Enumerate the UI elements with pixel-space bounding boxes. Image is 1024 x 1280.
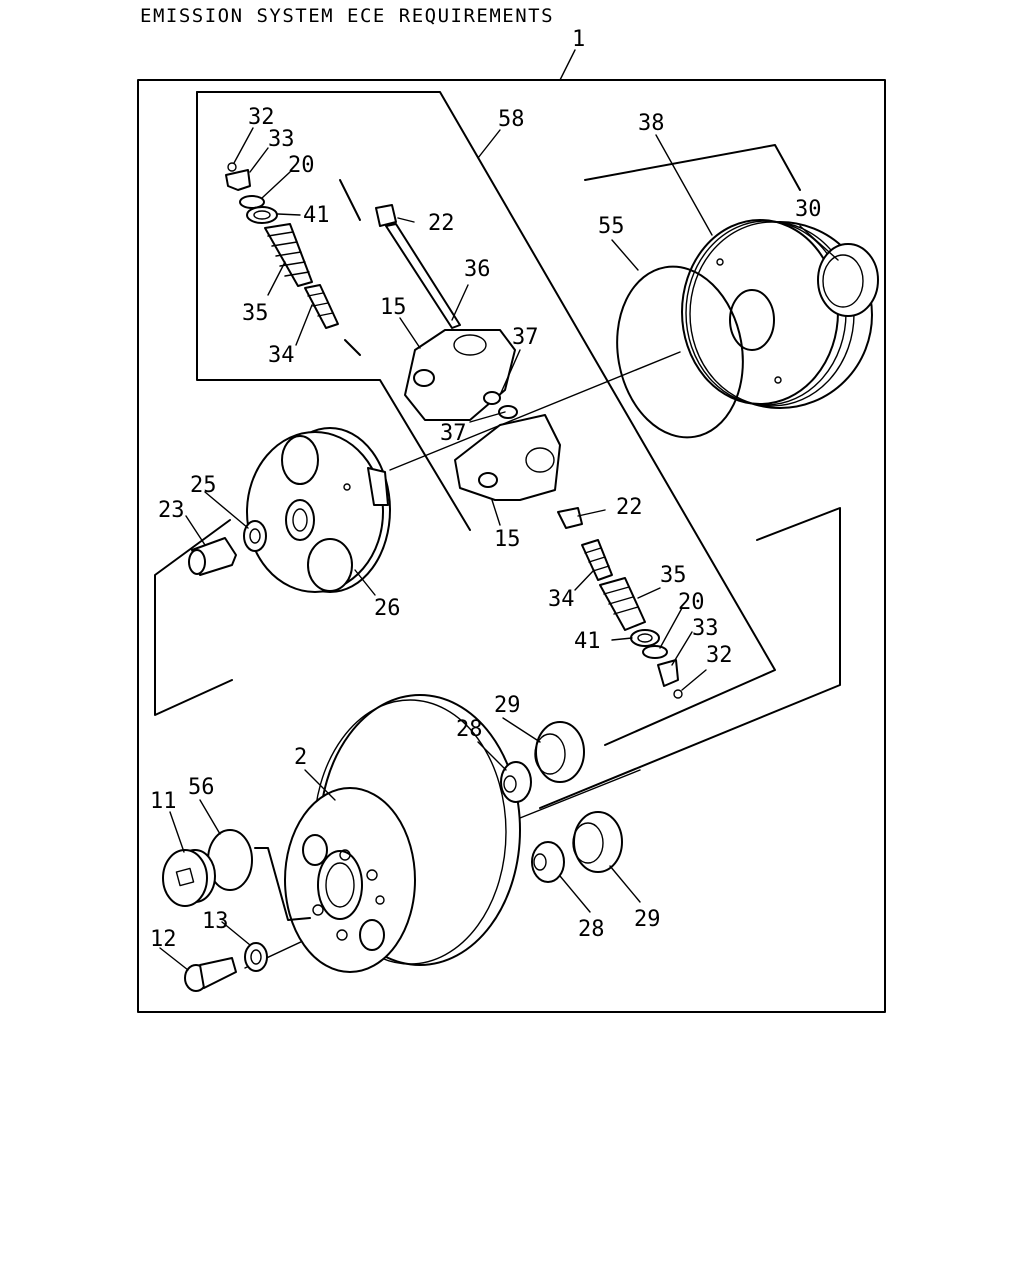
part-34-spring-lower	[581, 539, 613, 581]
part-33-plug-top	[225, 169, 251, 191]
callout-37-lower: 37	[440, 421, 467, 446]
part-12-bolt	[184, 957, 237, 992]
part-55-o-ring	[616, 265, 744, 439]
callout-labels: 1 32 33 20 41 35 34 22 36 15 37 37 58 38…	[150, 27, 822, 952]
part-22-valve-top	[375, 204, 397, 227]
part-11-plug	[162, 849, 216, 907]
callout-41-top: 41	[303, 203, 330, 228]
part-15-housing-lower	[454, 414, 561, 501]
diagram-title: EMISSION SYSTEM ECE REQUIREMENTS	[140, 5, 554, 27]
part-29-sleeve-lower	[572, 811, 623, 873]
callout-26: 26	[374, 596, 401, 621]
callout-34-lower: 34	[548, 587, 575, 612]
part-41-washer-top	[246, 206, 278, 224]
part-36-rod	[385, 223, 461, 329]
part-30-ring	[817, 243, 879, 317]
bracket-right	[539, 507, 841, 809]
callout-36: 36	[464, 257, 491, 282]
bracket-left	[154, 519, 233, 716]
callout-35-lower: 35	[660, 563, 687, 588]
callout-20-lower: 20	[678, 590, 705, 615]
subassembly-58-outline-right	[196, 91, 776, 746]
callout-11: 11	[150, 789, 177, 814]
axis-line-center	[389, 351, 681, 471]
callout-56: 56	[188, 775, 215, 800]
callout-15-upper: 15	[380, 295, 407, 320]
callout-22-top: 22	[428, 211, 455, 236]
part-23-cap	[188, 537, 237, 576]
subassembly-58-outline-left	[196, 91, 471, 531]
part-13-washer	[244, 942, 268, 972]
callout-55: 55	[598, 214, 625, 239]
callout-58: 58	[498, 107, 525, 132]
callout-32-top: 32	[248, 105, 275, 130]
callout-41-lower: 41	[574, 629, 601, 654]
part-28-plug-lower	[531, 841, 565, 883]
callout-35-top: 35	[242, 301, 269, 326]
callout-33-lower: 33	[692, 616, 719, 641]
axis-dash-top	[339, 179, 361, 221]
callout-29-upper: 29	[494, 693, 521, 718]
part-32-clip-top	[227, 162, 237, 172]
part-25-washer	[243, 520, 267, 552]
part-37-washer-upper	[498, 405, 518, 419]
callout-22-lower: 22	[616, 495, 643, 520]
axis-dash-top-2	[344, 339, 361, 356]
callout-2: 2	[294, 745, 307, 770]
callout-20-top: 20	[288, 153, 315, 178]
part-33-plug-lower	[657, 659, 679, 687]
part-34-spring-top	[304, 284, 339, 329]
part-20-washer-lower	[642, 645, 668, 659]
callout-37-upper: 37	[512, 325, 539, 350]
callout-13: 13	[202, 909, 229, 934]
callout-30: 30	[795, 197, 822, 222]
part-15-housing-upper	[404, 329, 516, 421]
part-2-housing	[284, 694, 521, 973]
part-35-spring-lower	[599, 577, 646, 631]
callout-28-upper: 28	[456, 717, 483, 742]
part-41-washer-lower	[630, 629, 660, 647]
part-26-wheel	[246, 427, 391, 593]
assembly-frame	[137, 79, 886, 1013]
callout-33-top: 33	[268, 127, 295, 152]
callout-12: 12	[150, 927, 177, 952]
callout-29-lower: 29	[634, 907, 661, 932]
callout-38: 38	[638, 111, 665, 136]
part-29-sleeve-upper	[534, 721, 585, 783]
part-28-plug-upper	[500, 761, 532, 803]
callout-15-lower: 15	[494, 527, 521, 552]
callout-1: 1	[572, 27, 585, 52]
callout-32-lower: 32	[706, 643, 733, 668]
callout-28-lower: 28	[578, 917, 605, 942]
leader-lines	[159, 49, 839, 971]
bracket-56	[254, 847, 311, 921]
callout-25: 25	[190, 473, 217, 498]
part-32-clip-lower	[673, 689, 683, 699]
axis-line-29	[514, 769, 641, 821]
part-22-valve-lower	[557, 507, 583, 529]
callout-23: 23	[158, 498, 185, 523]
part-35-spring-top	[264, 223, 313, 287]
bracket-30-38	[584, 144, 801, 191]
callout-34-top: 34	[268, 343, 295, 368]
